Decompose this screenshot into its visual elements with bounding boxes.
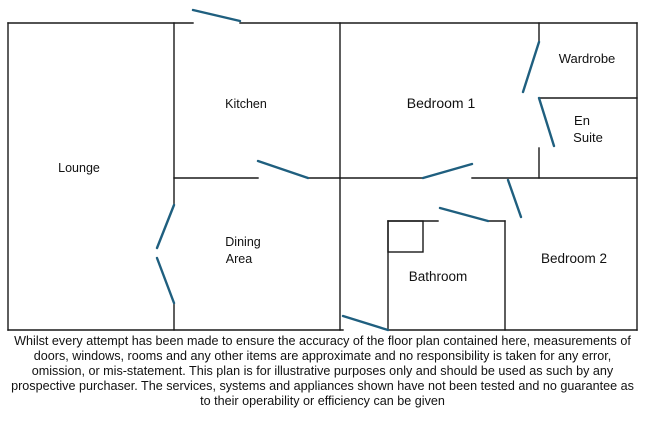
- door-dining-exit: [341, 314, 390, 332]
- outer-walls: [7, 22, 638, 331]
- door-bedroom2: [506, 178, 523, 219]
- room-label-ensuite-line2: Suite: [573, 130, 603, 145]
- room-label-dining-line2: Area: [226, 252, 252, 266]
- room-label-bedroom2: Bedroom 2: [541, 251, 607, 266]
- room-labels: Lounge Kitchen Dining Area Bedroom 1 War…: [58, 51, 615, 284]
- interior-walls: [173, 22, 638, 331]
- door-kitchen-dining: [256, 159, 310, 180]
- door-bathroom: [438, 206, 490, 223]
- door-wardrobe: [521, 40, 541, 94]
- room-label-bedroom1: Bedroom 1: [407, 95, 476, 111]
- door-ensuite: [537, 96, 556, 148]
- room-label-bathroom: Bathroom: [409, 269, 468, 284]
- doors: [155, 8, 556, 332]
- room-label-dining-line1: Dining: [225, 235, 260, 249]
- disclaimer-text: Whilst every attempt has been made to en…: [11, 334, 634, 408]
- door-lounge-dining: [155, 256, 176, 305]
- shower-tray: [387, 220, 424, 253]
- door-bedroom1: [421, 162, 474, 180]
- room-label-wardrobe: Wardrobe: [559, 51, 616, 66]
- room-label-lounge: Lounge: [58, 161, 100, 175]
- floor-plan-diagram: Lounge Kitchen Dining Area Bedroom 1 War…: [7, 8, 638, 332]
- room-label-ensuite-line1: En: [574, 113, 590, 128]
- front-door: [191, 8, 242, 23]
- door-lounge-kitchen: [155, 203, 176, 250]
- room-label-kitchen: Kitchen: [225, 97, 267, 111]
